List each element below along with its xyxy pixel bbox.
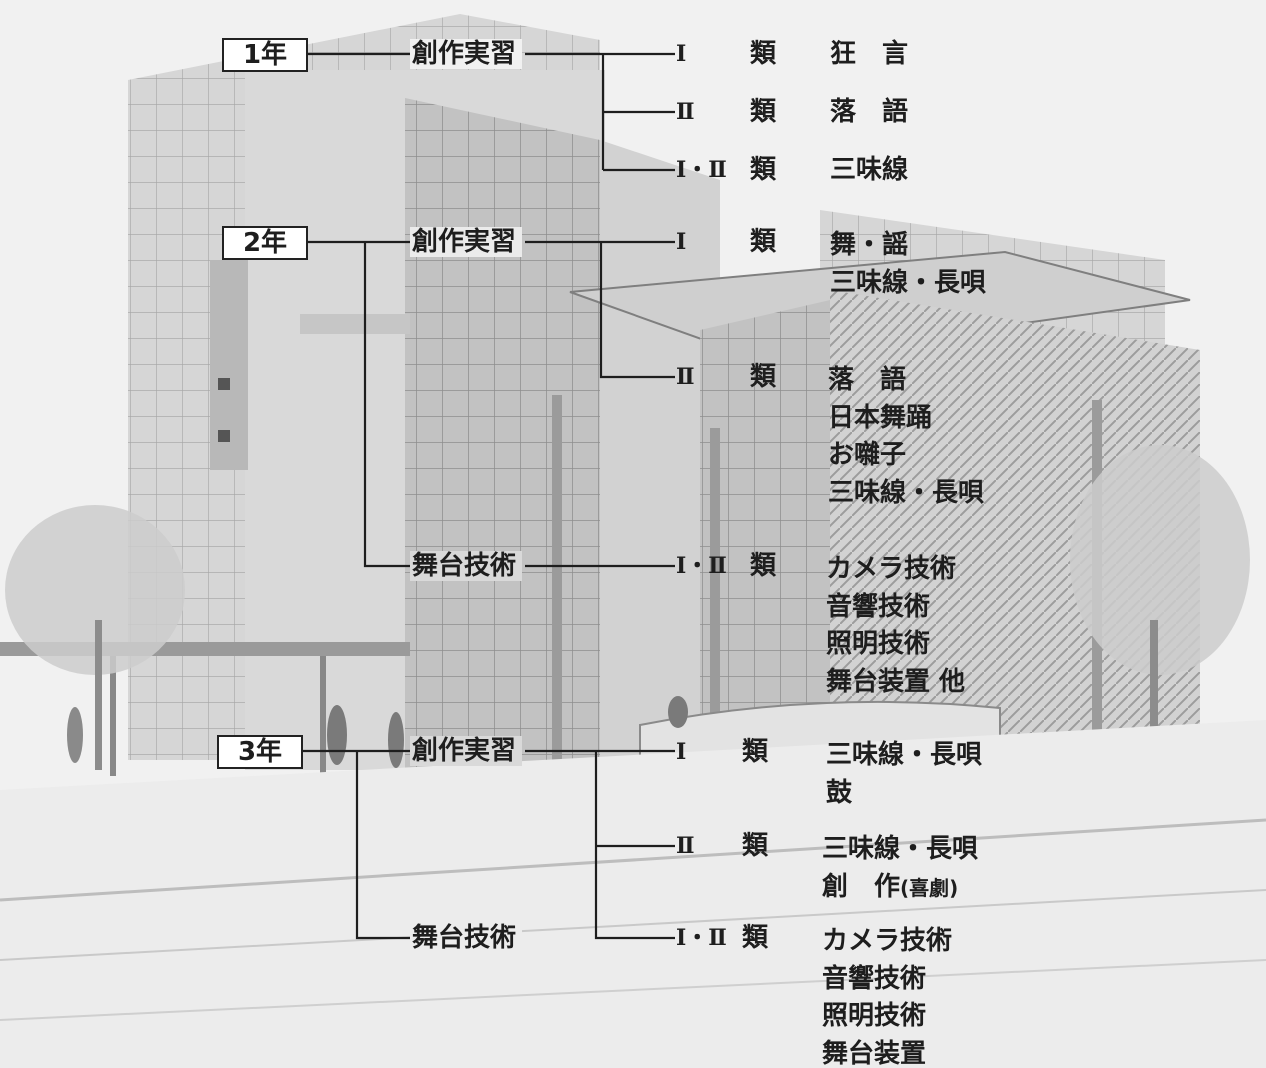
year-3-box: 3年 — [217, 735, 303, 769]
subject-item: 狂 言 — [830, 39, 909, 69]
subjects-3-2: 三味線・長唄 創 作(喜劇) — [822, 831, 978, 907]
class-3-1-label: 類 — [741, 737, 768, 767]
subject-item: 日本舞踊 — [828, 402, 933, 433]
course-3-creative-practice: 創作実習 — [410, 736, 522, 766]
subjects-1-3: 三味線 — [830, 155, 908, 185]
class-3-2: Ⅱ 類 — [676, 831, 768, 861]
class-3-1-roman: Ⅰ — [676, 739, 687, 765]
subject-item: カメラ技術 — [822, 926, 953, 956]
course-2-stage-technique: 舞台技術 — [410, 551, 522, 581]
class-1-1: Ⅰ 類 — [676, 39, 776, 69]
subjects-2-3: カメラ技術 音響技術 照明技術 舞台装置 他 — [826, 551, 965, 701]
class-2-3: Ⅰ・Ⅱ 類 — [676, 551, 776, 581]
connector-2-branch — [525, 240, 675, 379]
subject-main: 創 作 — [822, 871, 901, 902]
subject-item: 照明技術 — [822, 1001, 927, 1031]
class-3-2-label: 類 — [741, 831, 768, 861]
class-1-3-roman: Ⅰ・Ⅱ — [676, 157, 727, 183]
class-2-2-roman: Ⅱ — [676, 364, 695, 390]
subject-item: 創 作(喜劇) — [822, 869, 978, 908]
subject-item: 三味線・長唄 — [828, 477, 985, 508]
connector-3-branch — [525, 749, 675, 940]
class-2-3-label: 類 — [749, 551, 776, 581]
class-1-1-label: 類 — [749, 39, 776, 69]
subject-item: 音響技術 — [822, 963, 927, 994]
subject-item: 三味線・長唄 — [830, 267, 987, 298]
subject-item: 落 語 — [830, 97, 909, 127]
course-2-creative-practice: 創作実習 — [410, 227, 522, 257]
class-3-3-label: 類 — [741, 923, 768, 953]
class-2-1-label: 類 — [749, 227, 776, 257]
subject-item: 落 語 — [828, 365, 907, 395]
subjects-3-1: 三味線・長唄 鼓 — [826, 737, 982, 812]
class-3-3: Ⅰ・Ⅱ 類 — [676, 923, 768, 953]
year-1-box: 1年 — [222, 38, 308, 72]
subject-item: 照明技術 — [826, 629, 931, 659]
class-2-3-roman: Ⅰ・Ⅱ — [676, 553, 727, 579]
course-3-stage-technique: 舞台技術 — [410, 923, 522, 953]
class-3-2-roman: Ⅱ — [676, 833, 695, 859]
class-1-2-roman: Ⅱ — [676, 99, 695, 125]
subjects-3-3: カメラ技術 音響技術 照明技術 舞台装置 — [822, 923, 952, 1068]
subject-item: 三味線・長唄 — [826, 740, 983, 770]
class-3-1: Ⅰ 類 — [676, 737, 768, 767]
year-2-box: 2年 — [222, 226, 308, 260]
subjects-2-1: 舞・謡 三味線・長唄 — [830, 227, 986, 302]
subject-item: 三味線・長唄 — [822, 834, 979, 864]
subject-item: 舞台装置 — [822, 1038, 927, 1068]
connector-3-course — [300, 749, 410, 940]
subject-note: (喜劇) — [900, 875, 959, 900]
class-2-2: Ⅱ 類 — [676, 362, 776, 392]
subject-item: 舞・謡 — [830, 230, 909, 260]
subject-item: 音響技術 — [826, 591, 931, 622]
subject-item: 鼓 — [826, 777, 853, 808]
class-1-1-roman: Ⅰ — [676, 41, 687, 67]
class-1-2-label: 類 — [749, 97, 776, 127]
subject-item: お囃子 — [828, 440, 907, 470]
class-2-1-roman: Ⅰ — [676, 229, 687, 255]
class-1-3-label: 類 — [749, 155, 776, 185]
class-2-2-label: 類 — [749, 362, 776, 392]
course-1-creative-practice: 創作実習 — [410, 39, 522, 69]
subject-item: 三味線 — [830, 155, 909, 185]
class-3-3-roman: Ⅰ・Ⅱ — [676, 925, 727, 951]
subjects-1-1: 狂 言 — [830, 39, 908, 69]
subjects-2-2: 落 語 日本舞踊 お囃子 三味線・長唄 — [828, 362, 984, 512]
subject-item: カメラ技術 — [826, 554, 957, 584]
class-1-3: Ⅰ・Ⅱ 類 — [676, 155, 776, 185]
subjects-1-2: 落 語 — [830, 97, 908, 127]
class-2-1: Ⅰ 類 — [676, 227, 776, 257]
connector-1-branch — [525, 52, 675, 172]
subject-item: 舞台装置 他 — [826, 666, 966, 697]
class-1-2: Ⅱ 類 — [676, 97, 776, 127]
connector-2-course — [307, 240, 410, 568]
